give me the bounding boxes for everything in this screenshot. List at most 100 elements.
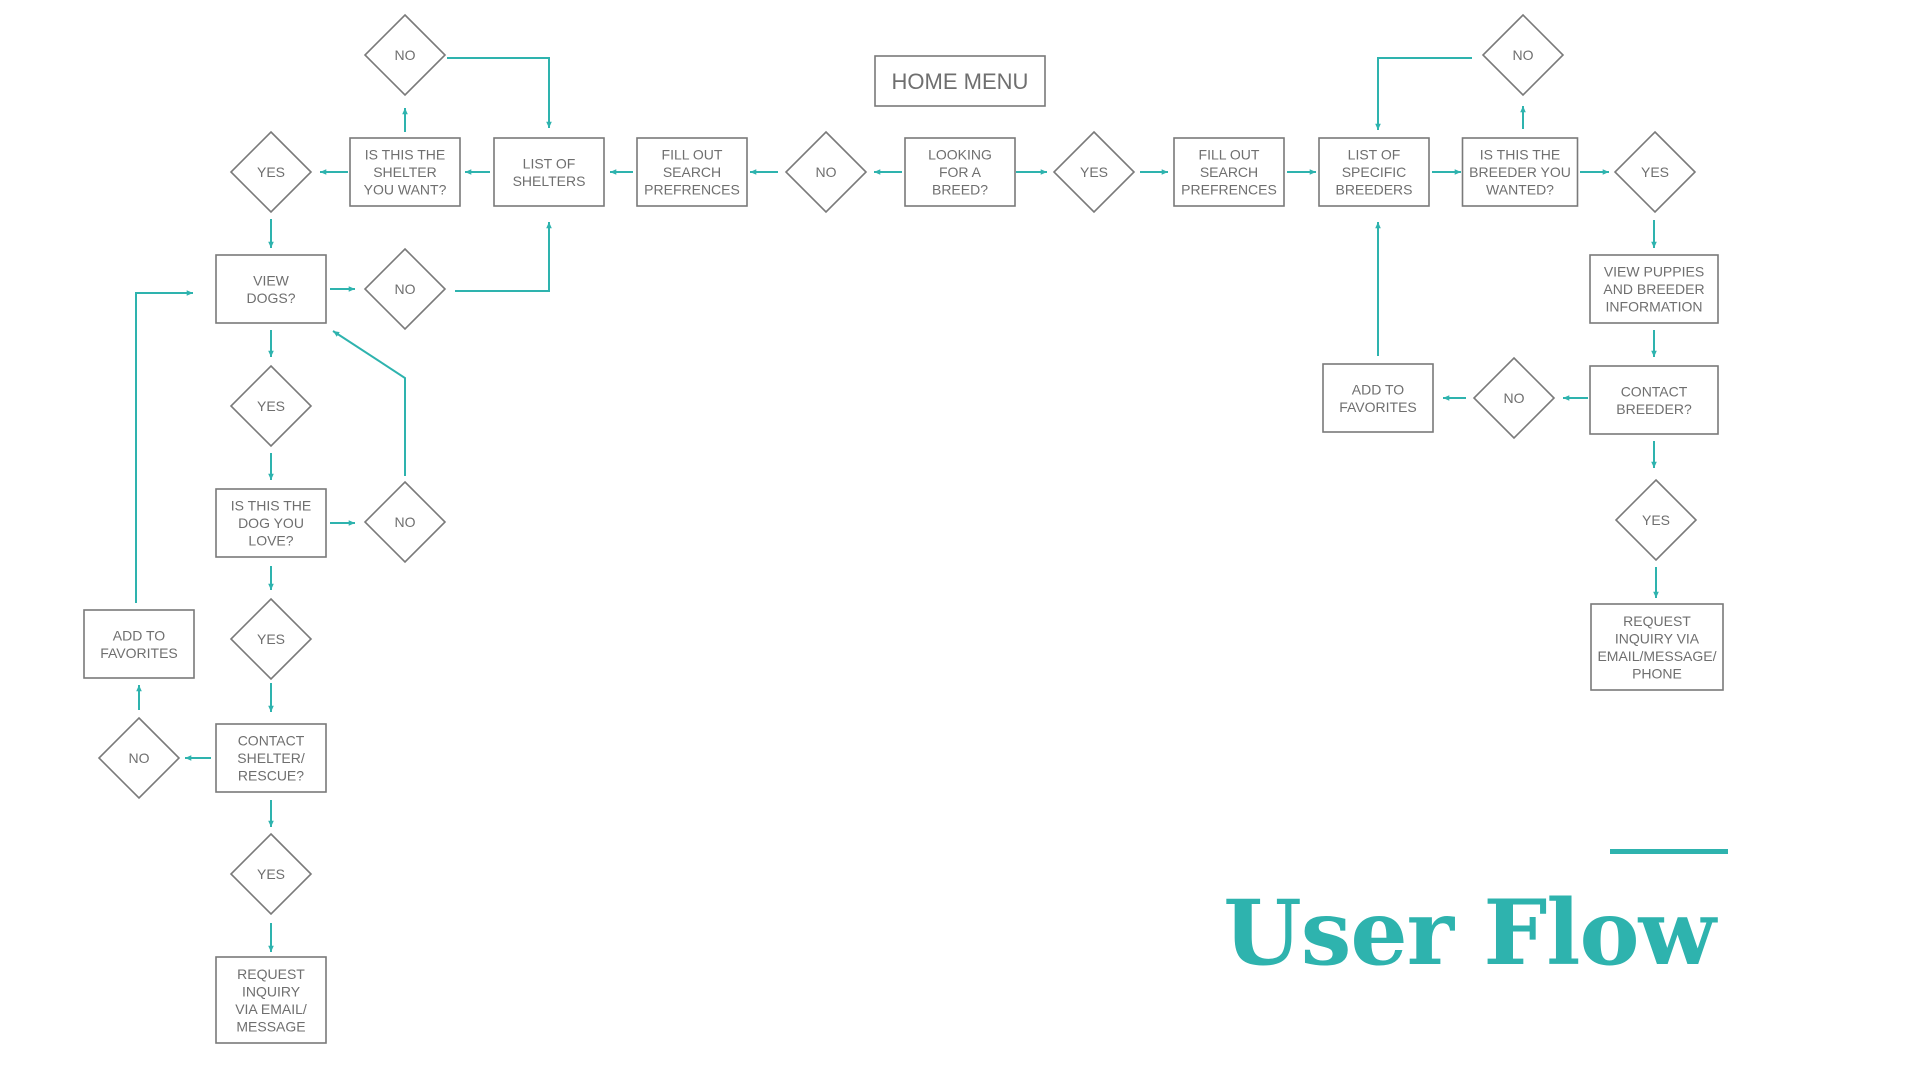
node-label-line: DOG YOU — [238, 515, 304, 531]
node-label: NO — [1504, 390, 1525, 406]
decision-diamond — [784, 130, 868, 214]
node-yes-breeder: YES — [1613, 130, 1697, 214]
node-label-line: BREEDERS — [1335, 182, 1412, 198]
node-label-line: NO — [395, 47, 416, 63]
process-box — [215, 254, 327, 324]
decision-diamond — [1052, 130, 1136, 214]
node-label-line: EMAIL/MESSAGE/ — [1597, 648, 1716, 664]
node-label: CONTACT BREEDER? — [1616, 383, 1692, 417]
node-label: NO — [816, 164, 837, 180]
node-label-line: BREEDER YOU — [1469, 164, 1571, 180]
flow-arrow — [135, 290, 193, 603]
node-no-dog-love: NO — [363, 480, 447, 564]
process-box — [1318, 137, 1430, 207]
node-label-line: REQUEST — [1623, 613, 1691, 629]
decision-diamond — [1613, 130, 1697, 214]
node-label: YES — [1641, 164, 1669, 180]
node-no-breeder: NO — [1481, 13, 1565, 97]
node-label-line: NO — [395, 281, 416, 297]
node-label-line: FOR A — [939, 164, 982, 180]
node-label-line: MESSAGE — [236, 1018, 305, 1034]
node-yes-contact-shelter: YES — [229, 832, 313, 916]
node-label-line: REQUEST — [237, 966, 305, 982]
node-yes-dog-love: YES — [229, 597, 313, 681]
process-box — [493, 137, 605, 207]
node-label-line: PREFRENCES — [1181, 182, 1277, 198]
node-label-line: NO — [395, 514, 416, 530]
node-label: NO — [395, 281, 416, 297]
page-title: User Flow — [1223, 880, 1716, 986]
title-accent-rule — [1610, 849, 1728, 854]
node-label-line: SHELTERS — [513, 173, 586, 189]
process-box — [349, 137, 461, 207]
node-label-line: VIEW — [253, 272, 290, 288]
process-box — [215, 723, 327, 793]
node-label-line: LIST OF — [1348, 147, 1401, 163]
node-no-contact-shelter: NO — [97, 716, 181, 800]
node-label-line: YES — [257, 631, 285, 647]
process-box — [215, 488, 327, 558]
node-label-line: IS THIS THE — [1480, 147, 1560, 163]
decision-diamond — [363, 247, 447, 331]
decision-diamond — [229, 597, 313, 681]
process-box — [1589, 365, 1719, 435]
node-label-line: NO — [1513, 47, 1534, 63]
node-label-line: FILL OUT — [1199, 147, 1260, 163]
node-label-line: SPECIFIC — [1342, 164, 1407, 180]
process-box — [215, 956, 327, 1044]
node-label-line: BREEDER? — [1616, 401, 1692, 417]
node-home-menu: HOME MENU — [874, 55, 1046, 107]
process-box — [1173, 137, 1285, 207]
node-label: YES — [257, 398, 285, 414]
node-no-main: NO — [784, 130, 868, 214]
flow-arrow — [1375, 57, 1472, 130]
node-label-line: NO — [1504, 390, 1525, 406]
node-label-line: INFORMATION — [1606, 299, 1703, 315]
process-box — [1461, 137, 1579, 207]
node-label-line: LOVE? — [248, 533, 293, 549]
decision-diamond — [363, 480, 447, 564]
node-label: VIEW DOGS? — [246, 272, 295, 306]
node-label: YES — [257, 631, 285, 647]
process-box — [1589, 254, 1719, 324]
node-yes-main: YES — [1052, 130, 1136, 214]
flow-arrow — [447, 57, 552, 128]
node-view-dogs: VIEW DOGS? — [215, 254, 327, 324]
decision-diamond — [1481, 13, 1565, 97]
node-label: NO — [1513, 47, 1534, 63]
flow-connectors — [135, 57, 1659, 952]
node-label-line: RESCUE? — [238, 768, 304, 784]
node-label: YES — [257, 164, 285, 180]
node-yes-view-dogs: YES — [229, 364, 313, 448]
node-label-line: AND BREEDER — [1603, 281, 1704, 297]
node-label-line: DOGS? — [246, 290, 295, 306]
node-label-line: YOU WANT? — [364, 182, 447, 198]
node-label-line: CONTACT — [1621, 383, 1688, 399]
node-label-line: HOME MENU — [892, 69, 1029, 94]
node-label-line: NO — [129, 750, 150, 766]
node-no-view-dogs: NO — [363, 247, 447, 331]
node-label-line: LOOKING — [928, 147, 992, 163]
node-label-line: YES — [257, 398, 285, 414]
node-label-line: PREFRENCES — [644, 182, 740, 198]
process-box — [83, 609, 195, 679]
node-label-line: SEARCH — [1200, 164, 1258, 180]
node-label-line: ADD TO — [1352, 381, 1404, 397]
decision-diamond — [1614, 478, 1698, 562]
